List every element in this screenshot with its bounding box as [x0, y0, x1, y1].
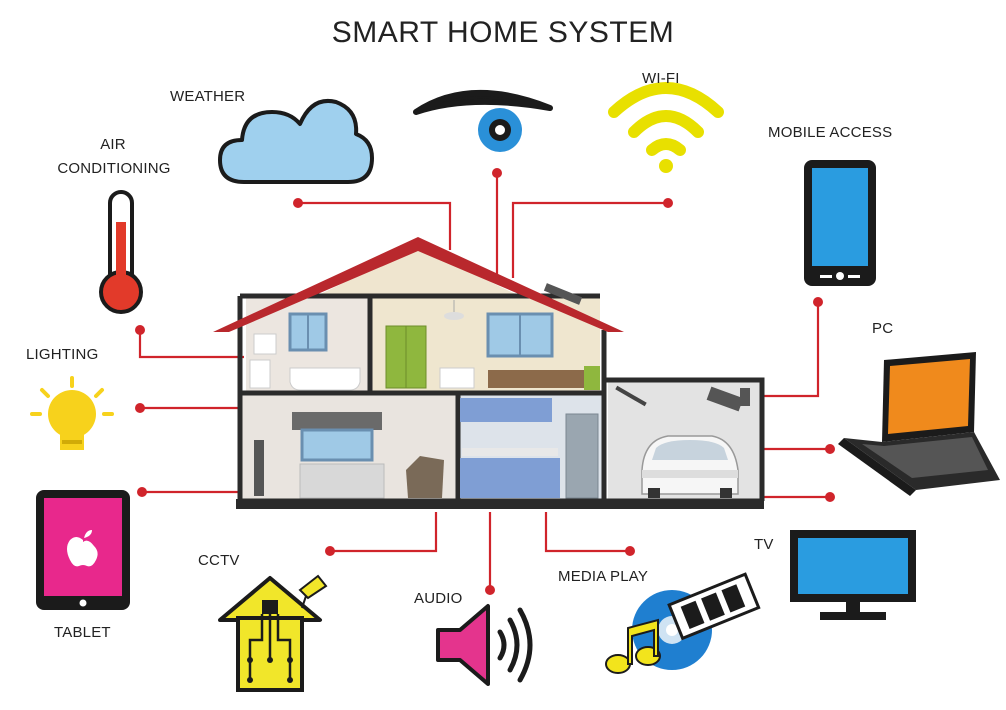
label-pc: PC: [872, 320, 894, 337]
light-bulb-icon: [30, 376, 114, 450]
connector-dots: [135, 168, 835, 595]
connector-air-conditioning: [138, 330, 244, 359]
connector-lines: [138, 173, 830, 590]
wifi-icon: [608, 82, 724, 156]
connector-weather: [298, 201, 452, 250]
label-air-conditioning-line1: AIR: [100, 136, 126, 153]
house-cutaway: [213, 237, 765, 509]
connector-wifi: [511, 201, 668, 278]
label-lighting: LIGHTING: [26, 346, 99, 363]
laptop-icon: [838, 352, 1000, 496]
tv-icon: [790, 530, 916, 620]
cloud-icon: [218, 99, 374, 184]
eye-icon: [413, 89, 553, 152]
mobile-phone-icon: [804, 160, 876, 286]
label-audio: AUDIO: [414, 590, 463, 607]
cctv-house-icon: [218, 574, 328, 692]
connector-mobile: [762, 302, 820, 398]
label-tv: TV: [754, 536, 774, 553]
tablet-icon: [36, 490, 130, 610]
label-media-play: MEDIA PLAY: [558, 568, 649, 585]
apple-icon: [67, 530, 98, 567]
connector-media: [544, 512, 630, 553]
thermometer-icon: [99, 190, 143, 314]
label-air-conditioning-line2: CONDITIONING: [57, 160, 171, 177]
label-mobile-access: MOBILE ACCESS: [768, 124, 893, 141]
speaker-icon: [436, 604, 533, 686]
music-note-icon: [605, 618, 661, 674]
label-tablet: TABLET: [54, 624, 111, 641]
label-wifi: WI-FI: [642, 70, 680, 87]
label-weather: WEATHER: [170, 88, 246, 105]
media-play-icon: [605, 572, 761, 674]
label-cctv: CCTV: [198, 552, 240, 569]
page-title: SMART HOME SYSTEM: [331, 16, 675, 49]
connector-cctv: [330, 512, 438, 553]
wifi-dot: [659, 159, 673, 173]
